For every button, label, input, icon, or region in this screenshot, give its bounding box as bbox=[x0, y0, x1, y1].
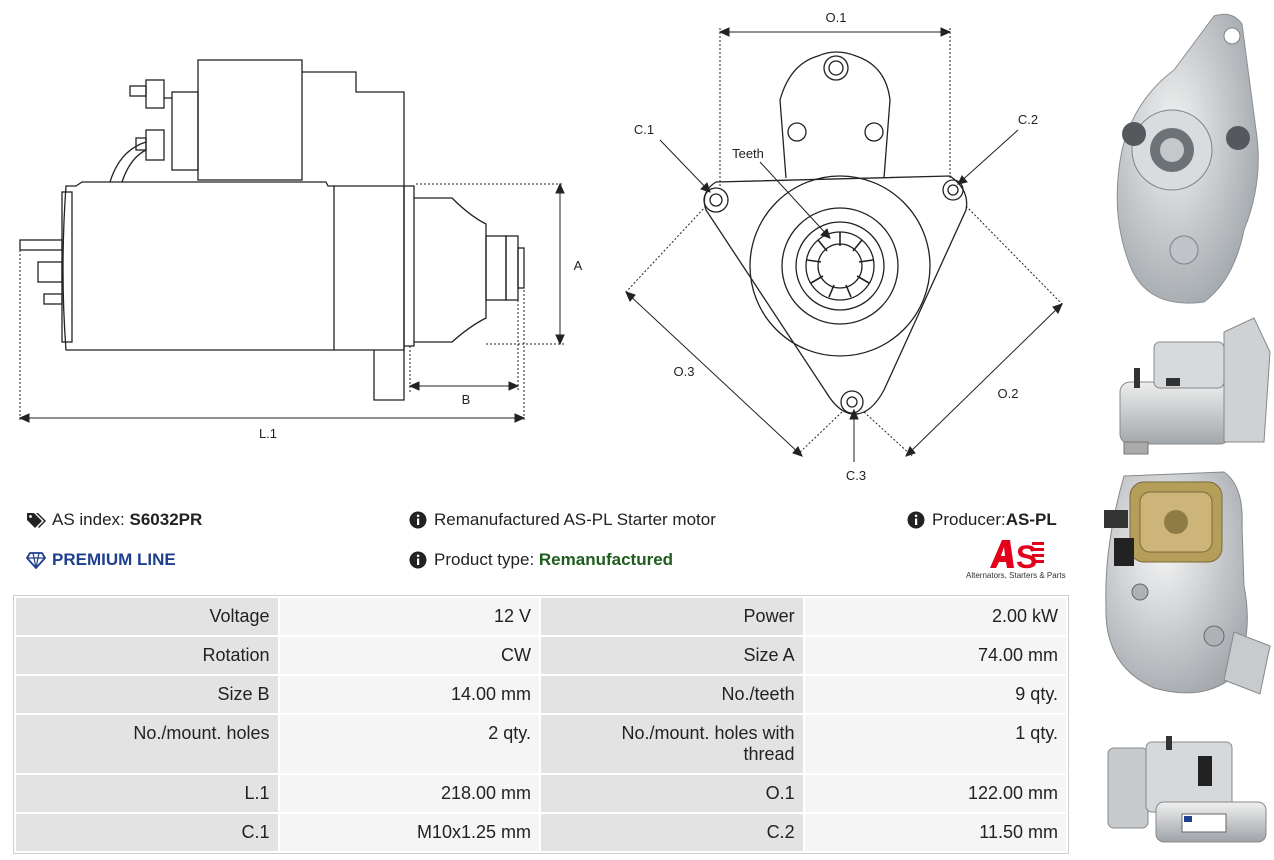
tags-icon bbox=[27, 513, 46, 528]
label-o2: O.2 bbox=[998, 386, 1019, 401]
spec-value: 9 qty. bbox=[802, 674, 1069, 715]
label-l1: L.1 bbox=[259, 426, 277, 441]
label-c2: C.2 bbox=[1018, 112, 1038, 127]
technical-drawing: O.1 C.1 C.2 Teeth A O.3 O.2 B L.1 C.3 bbox=[18, 10, 1063, 483]
label-o3: O.3 bbox=[674, 364, 695, 379]
spec-value: 218.00 mm bbox=[277, 773, 541, 814]
spec-value: 1 qty. bbox=[802, 713, 1069, 775]
producer: Producer: AS-PL bbox=[906, 510, 1057, 530]
table-row: Voltage 12 V Power 2.00 kW bbox=[14, 596, 1069, 637]
pinion-teeth bbox=[806, 232, 874, 298]
as-logo-mark: S bbox=[990, 539, 1044, 570]
front-dim-arrows bbox=[625, 27, 1063, 462]
spec-value: 11.50 mm bbox=[802, 812, 1069, 853]
table-row: Rotation CW Size A 74.00 mm bbox=[14, 635, 1069, 676]
as-pl-logo: S Alternators, Starters & Parts bbox=[962, 538, 1070, 584]
logo-tagline: Alternators, Starters & Parts bbox=[966, 571, 1066, 580]
spec-value: 2 qty. bbox=[277, 713, 541, 775]
product-type-label: Product type: bbox=[434, 550, 535, 569]
spec-table-body: Voltage 12 V Power 2.00 kW Rotation CW S… bbox=[14, 596, 1069, 853]
description-text: Remanufactured AS-PL Starter motor bbox=[434, 510, 716, 529]
spec-value: M10x1.25 mm bbox=[277, 812, 541, 853]
label-a: A bbox=[574, 258, 583, 273]
spec-label: Size B bbox=[14, 674, 280, 715]
label-o1: O.1 bbox=[826, 10, 847, 25]
premium-line-label: PREMIUM LINE bbox=[52, 550, 176, 569]
spec-label: No./mount. holes bbox=[14, 713, 280, 775]
spec-value: 14.00 mm bbox=[277, 674, 541, 715]
as-index-value: S6032PR bbox=[129, 510, 203, 529]
product-photo-rear bbox=[1104, 471, 1271, 695]
product-photo-side bbox=[1107, 736, 1267, 843]
premium-line: PREMIUM LINE bbox=[26, 550, 176, 570]
label-b: B bbox=[462, 392, 471, 407]
spec-label: Rotation bbox=[14, 635, 280, 676]
as-index-label: AS index: bbox=[52, 510, 125, 529]
spec-value: 2.00 kW bbox=[802, 596, 1069, 637]
product-photo-front bbox=[1116, 13, 1259, 304]
spec-label: C.1 bbox=[14, 812, 280, 853]
spec-value: 12 V bbox=[277, 596, 541, 637]
side-view bbox=[19, 59, 525, 401]
spec-label: No./mount. holes with thread bbox=[538, 713, 805, 775]
label-c3: C.3 bbox=[846, 468, 866, 483]
side-dim-arrows bbox=[18, 182, 565, 423]
spec-label: L.1 bbox=[14, 773, 280, 814]
table-row: Size B 14.00 mm No./teeth 9 qty. bbox=[14, 674, 1069, 715]
label-teeth: Teeth bbox=[732, 146, 764, 161]
producer-value: AS-PL bbox=[1005, 510, 1057, 529]
producer-label: Producer: bbox=[932, 510, 1006, 529]
spec-label: O.1 bbox=[538, 773, 805, 814]
info-icon bbox=[409, 551, 427, 569]
product-type: Product type: Remanufactured bbox=[408, 550, 673, 570]
description: Remanufactured AS-PL Starter motor bbox=[408, 510, 716, 530]
spec-label: No./teeth bbox=[538, 674, 805, 715]
drawing-labels: O.1 C.1 C.2 Teeth A O.3 O.2 B L.1 C.3 bbox=[259, 10, 1038, 483]
table-row: C.1 M10x1.25 mm C.2 11.50 mm bbox=[14, 812, 1069, 853]
front-dim-lines bbox=[625, 28, 1063, 457]
product-type-value: Remanufactured bbox=[538, 550, 674, 569]
gem-icon bbox=[26, 552, 46, 569]
spec-label: C.2 bbox=[538, 812, 805, 853]
spec-label: Power bbox=[538, 596, 805, 637]
info-icon bbox=[409, 511, 427, 529]
spec-label: Voltage bbox=[14, 596, 280, 637]
product-photo-top bbox=[1119, 317, 1271, 455]
as-index: AS index: S6032PR bbox=[26, 510, 202, 530]
spec-value: CW bbox=[277, 635, 541, 676]
spec-value: 122.00 mm bbox=[802, 773, 1069, 814]
spec-label: Size A bbox=[538, 635, 805, 676]
side-dim-lines bbox=[19, 183, 564, 422]
table-row: No./mount. holes 2 qty. No./mount. holes… bbox=[14, 713, 1069, 775]
spec-value: 74.00 mm bbox=[802, 635, 1069, 676]
spec-table: Voltage 12 V Power 2.00 kW Rotation CW S… bbox=[13, 595, 1069, 854]
table-row: L.1 218.00 mm O.1 122.00 mm bbox=[14, 773, 1069, 814]
info-icon bbox=[907, 511, 925, 529]
label-c1: C.1 bbox=[634, 122, 654, 137]
front-view bbox=[703, 51, 968, 415]
